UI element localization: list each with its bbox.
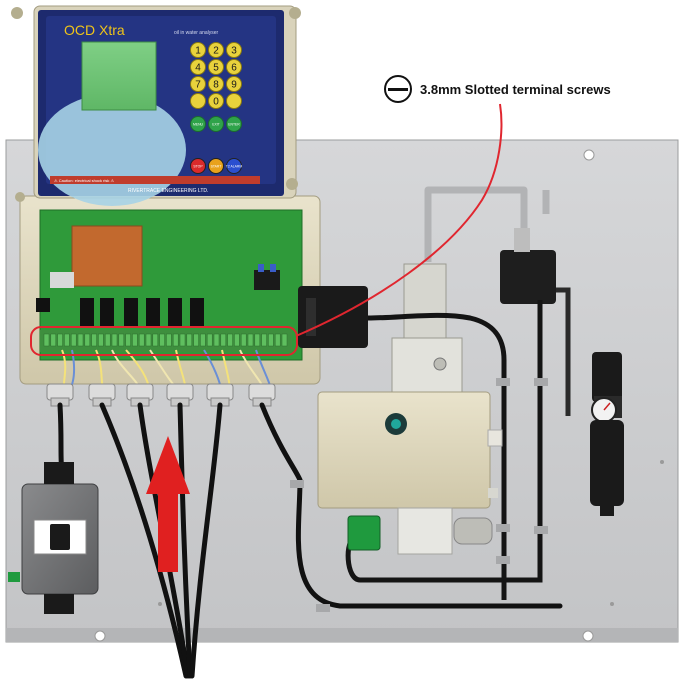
keypad-key[interactable]: 4 — [190, 59, 206, 75]
control-key[interactable]: START — [208, 158, 224, 174]
cable-gland — [46, 383, 74, 407]
keypad-key[interactable]: 7 — [190, 76, 206, 92]
keypad-key[interactable]: 9 — [226, 76, 242, 92]
terminal-screw[interactable] — [166, 333, 172, 347]
terminal-screw[interactable] — [43, 333, 50, 347]
mounting-hole — [582, 630, 594, 642]
terminal-screw[interactable] — [98, 333, 104, 347]
svg-text:6: 6 — [231, 63, 237, 74]
keypad-key[interactable]: 1 — [190, 42, 206, 58]
terminal-screw[interactable] — [268, 333, 274, 347]
terminal-screw[interactable] — [179, 333, 186, 347]
pipe-clips — [290, 378, 548, 612]
keypad-key[interactable] — [190, 93, 206, 109]
keypad-key[interactable]: 6 — [226, 59, 242, 75]
terminal-screw[interactable] — [84, 333, 91, 347]
svg-text:5: 5 — [213, 63, 219, 74]
controller-title: OCD Xtra — [64, 22, 125, 38]
terminal-screw[interactable] — [172, 333, 179, 347]
svg-text:ENTER: ENTER — [228, 123, 240, 127]
terminal-screw[interactable] — [200, 333, 206, 347]
controller-faceplate: OCD Xtra oil in water analyser ⚠ Caution… — [38, 10, 284, 206]
terminal-screw[interactable] — [159, 333, 165, 347]
terminal-screw[interactable] — [247, 333, 254, 347]
terminal-screw[interactable] — [77, 333, 84, 347]
cable-gland — [88, 383, 116, 407]
svg-text:7: 7 — [195, 80, 201, 91]
svg-text:EXIT: EXIT — [212, 123, 220, 127]
terminal-screw[interactable] — [234, 333, 240, 347]
callout-label: 3.8mm Slotted terminal screws — [420, 81, 611, 97]
terminal-screw[interactable] — [70, 333, 77, 347]
terminal-screw[interactable] — [138, 333, 145, 347]
terminal-screw[interactable] — [254, 333, 261, 347]
terminal-screw[interactable] — [240, 333, 247, 347]
svg-text:8: 8 — [213, 80, 219, 91]
terminal-screw[interactable] — [227, 333, 233, 347]
svg-text:4: 4 — [195, 63, 201, 74]
terminal-screw[interactable] — [57, 333, 63, 347]
solenoid-valve — [500, 228, 571, 416]
terminal-screw[interactable] — [91, 333, 97, 347]
keypad-key[interactable]: 2 — [208, 42, 224, 58]
terminal-screw[interactable] — [64, 333, 70, 347]
terminal-screw[interactable] — [186, 333, 193, 347]
connector-block — [298, 286, 368, 348]
function-key[interactable]: ENTER — [226, 116, 242, 132]
svg-text:STOP: STOP — [193, 165, 203, 169]
keypad-key[interactable]: 5 — [208, 59, 224, 75]
sample-pipework — [424, 186, 550, 262]
svg-text:0: 0 — [213, 97, 219, 108]
keypad-key[interactable]: 8 — [208, 76, 224, 92]
red-arrow — [146, 436, 190, 572]
svg-text:3: 3 — [231, 46, 237, 57]
mounting-hole — [583, 149, 595, 161]
detector-box — [317, 391, 503, 509]
controller-subtitle: oil in water analyser — [174, 30, 219, 36]
terminal-screw[interactable] — [145, 333, 152, 347]
warning-strip: ⚠ Caution: electrical shock risk ⚠ — [54, 178, 114, 183]
cable-gland — [248, 383, 276, 407]
terminal-screw[interactable] — [220, 333, 227, 347]
lower-fittings — [347, 507, 493, 555]
svg-text:START: START — [211, 165, 222, 169]
terminal-screw[interactable] — [118, 333, 125, 347]
terminal-screw[interactable] — [274, 333, 281, 347]
cable-gland — [126, 383, 154, 407]
keypad-key[interactable] — [226, 93, 242, 109]
flow-cell — [391, 263, 463, 393]
terminal-screw[interactable] — [206, 333, 213, 347]
svg-text:9: 9 — [231, 80, 237, 91]
terminal-screw[interactable] — [281, 333, 288, 347]
slotted-screw-icon — [384, 75, 412, 103]
callout: 3.8mm Slotted terminal screws — [384, 74, 611, 104]
svg-text:2: 2 — [213, 46, 219, 57]
terminal-screw[interactable] — [193, 333, 199, 347]
control-key[interactable]: STOP — [190, 158, 206, 174]
terminal-screw[interactable] — [50, 333, 57, 347]
terminal-screw[interactable] — [261, 333, 267, 347]
isolator-switch — [8, 462, 99, 614]
mounting-hole — [94, 630, 106, 642]
keypad-key[interactable]: 0 — [208, 93, 224, 109]
terminal-screw[interactable] — [104, 333, 111, 347]
terminal-screw[interactable] — [213, 333, 220, 347]
function-key[interactable]: EXIT — [208, 116, 224, 132]
terminal-screw[interactable] — [125, 333, 131, 347]
function-key[interactable]: MENU — [190, 116, 206, 132]
keypad-key[interactable]: 3 — [226, 42, 242, 58]
terminal-screw[interactable] — [132, 333, 138, 347]
pressure-regulator — [590, 352, 624, 516]
terminal-screw[interactable] — [152, 333, 159, 347]
terminal-highlight — [30, 103, 503, 356]
svg-text:T2 ALARM: T2 ALARM — [226, 165, 243, 169]
manufacturer-label: RIVERTRACE ENGINEERING LTD. — [128, 188, 208, 194]
terminal-screw[interactable] — [111, 333, 118, 347]
control-key[interactable]: T2 ALARM — [226, 158, 243, 174]
svg-text:MENU: MENU — [193, 123, 204, 127]
terminal-strip — [40, 330, 292, 352]
svg-text:1: 1 — [195, 46, 201, 57]
